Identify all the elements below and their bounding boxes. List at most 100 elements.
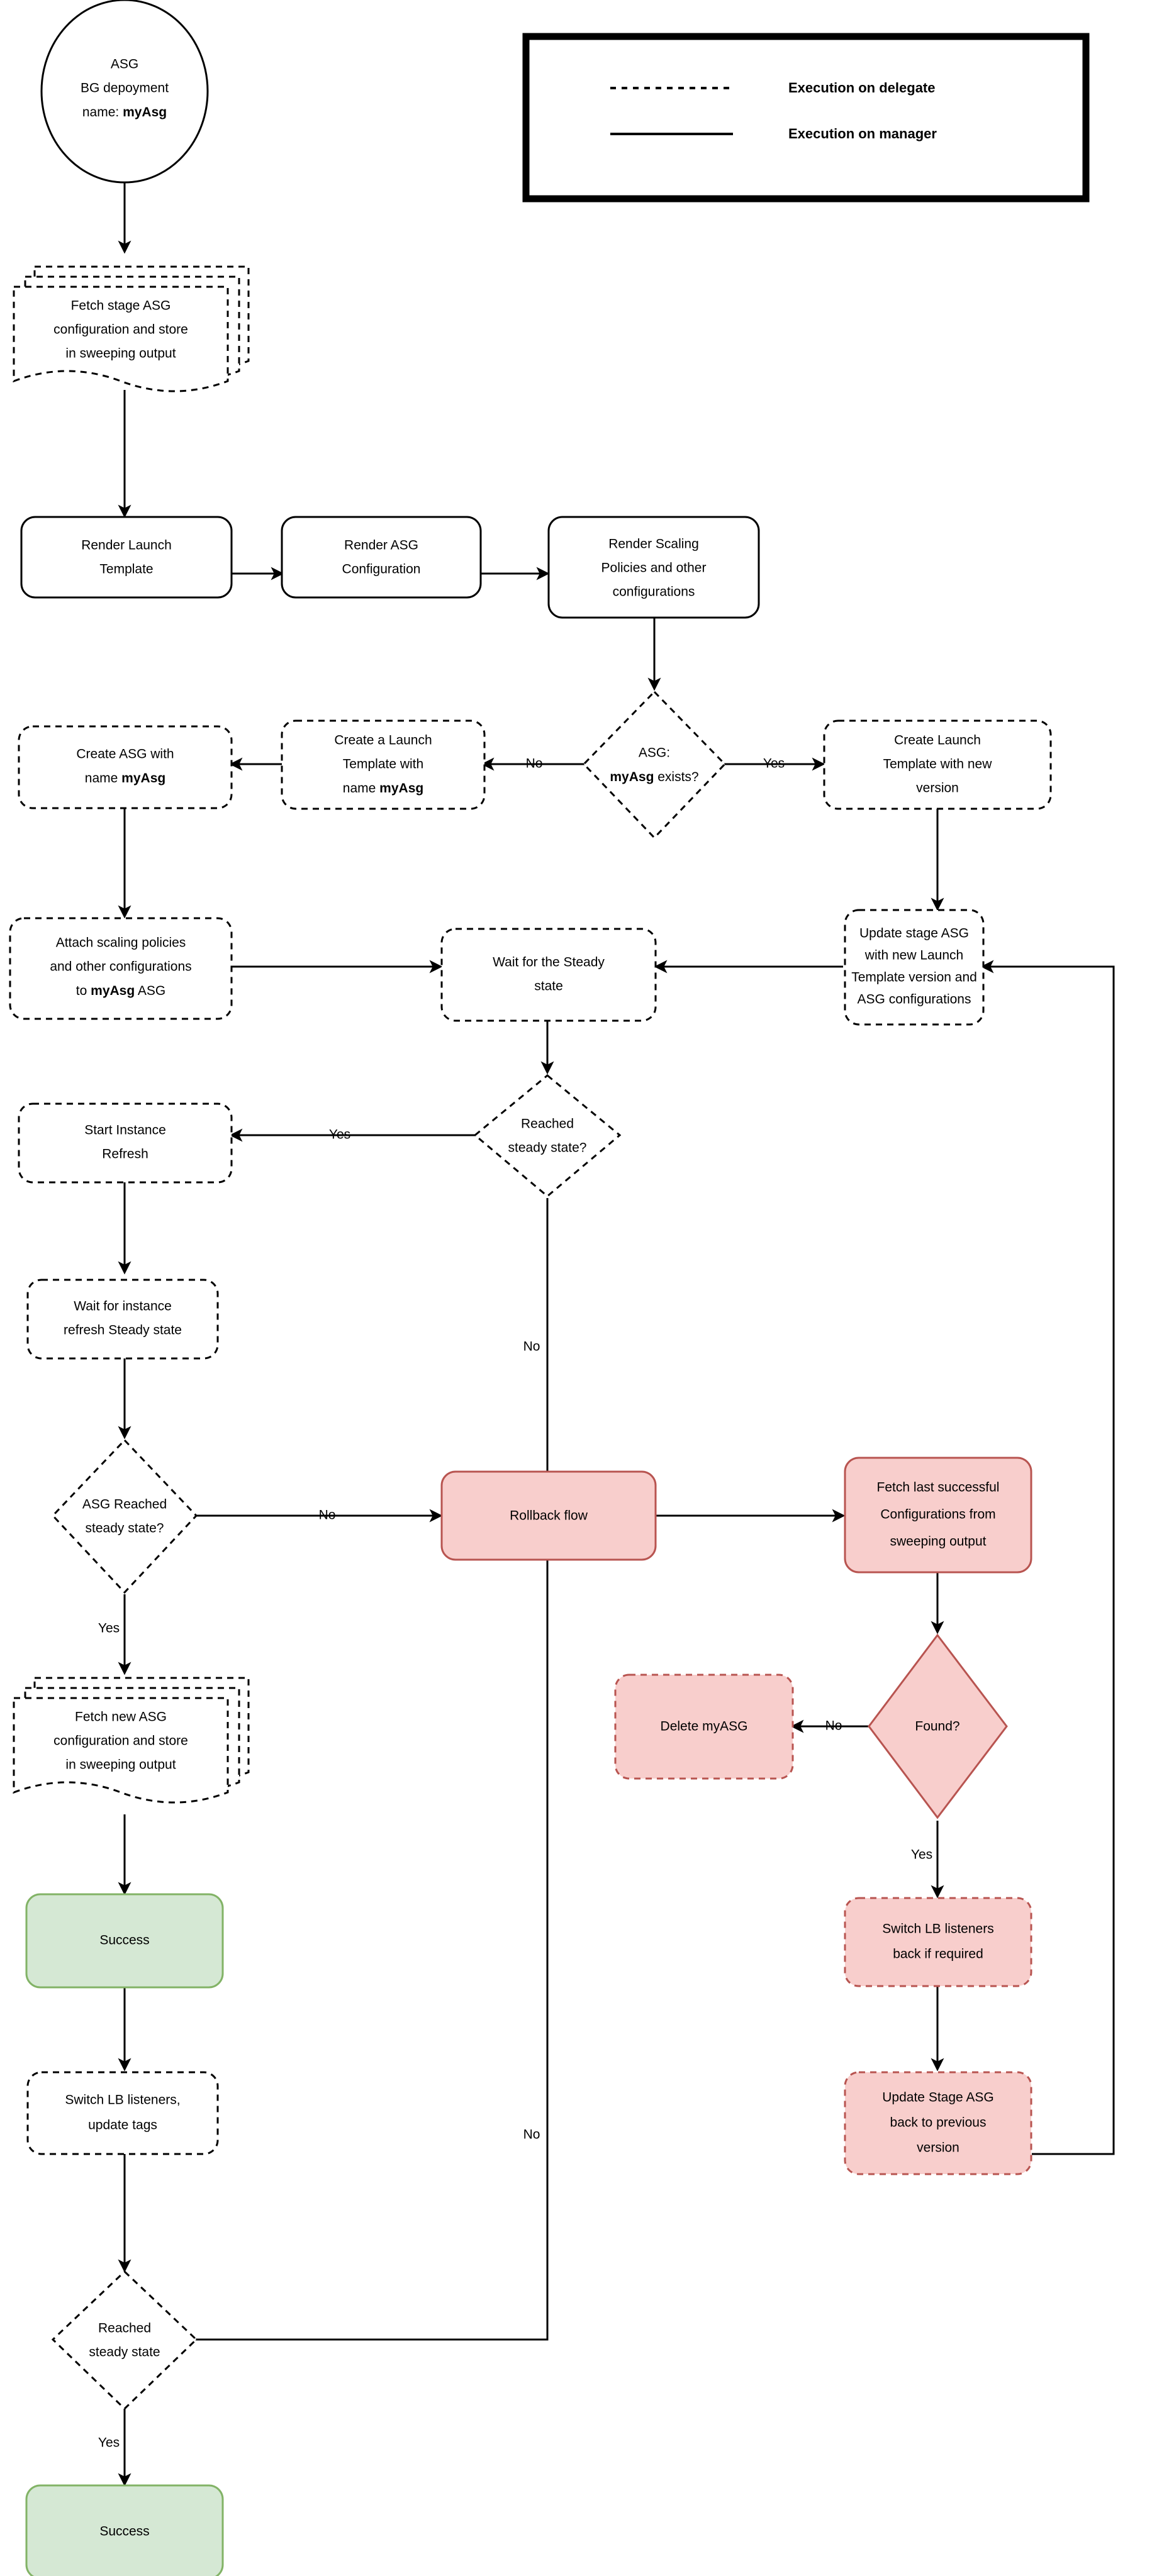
edge-label-yes-found: Yes [911, 1848, 932, 1862]
node-update-stage-asg-back[interactable]: Update Stage ASG back to previous versio… [844, 2071, 1032, 2175]
node-fetch-last-successful-config[interactable]: Fetch last successful Configurations fro… [844, 1457, 1032, 1574]
node-create-lt-new-line3: version [916, 781, 959, 796]
node-delete-myasg-label: Delete myASG [661, 1719, 748, 1734]
node-fetch-stage-line3: in sweeping output [65, 347, 176, 361]
edge-reached-2-no [195, 1498, 549, 2341]
node-found-decision[interactable]: Found? [868, 1633, 1008, 1819]
node-fetch-last-line2: Configurations from [880, 1507, 995, 1522]
node-wait-refresh-line1: Wait for instance [74, 1299, 172, 1314]
node-start-line3: name: myAsg [82, 105, 167, 119]
node-wait-steady-line1: Wait for the Steady [493, 955, 605, 970]
node-create-launch-template-myasg[interactable]: Create a Launch Template with name myAsg [281, 719, 486, 810]
node-attach-scaling-policies[interactable]: Attach scaling policies and other config… [9, 917, 233, 1020]
node-reached-steady-state-decision-2[interactable]: Reached steady state [51, 2270, 198, 2411]
node-reached-1-line2: steady state? [508, 1141, 587, 1155]
node-create-asg-line1: Create ASG with [76, 747, 174, 762]
node-wait-instance-refresh[interactable]: Wait for instance refresh Steady state [26, 1279, 219, 1360]
edges: No Yes Yes No No Yes [98, 173, 1115, 2487]
node-render-lt-line2: Template [99, 562, 153, 577]
node-asg-exists-line2: myAsg exists? [610, 770, 698, 784]
node-render-launch-template[interactable]: Render Launch Template [20, 516, 233, 599]
node-update-stage-back-line2: back to previous [890, 2116, 987, 2130]
node-rollback-flow-label: Rollback flow [510, 1509, 588, 1523]
node-render-scaling-line1: Render Scaling [608, 537, 699, 552]
node-start-line1: ASG [111, 57, 138, 72]
edge-label-yes-exists: Yes [763, 757, 785, 771]
node-render-scaling-line2: Policies and other [601, 561, 707, 575]
edge-label-yes-steady-1: Yes [329, 1128, 350, 1142]
node-wait-refresh-line2: refresh Steady state [64, 1323, 182, 1338]
edge-label-yes-steady-2: Yes [98, 2436, 120, 2450]
node-attach-line3: to myAsg ASG [76, 984, 165, 998]
node-switch-lb-line2: update tags [88, 2118, 157, 2133]
node-start-refresh-line1: Start Instance [84, 1123, 166, 1138]
node-success-1[interactable]: Success [25, 1893, 224, 1989]
node-render-asg-line2: Configuration [342, 562, 421, 577]
node-fetch-new-asg-line3: in sweeping output [65, 1758, 176, 1772]
node-success-2-label: Success [99, 2524, 149, 2539]
node-asg-reached-line1: ASG Reached [82, 1497, 167, 1512]
node-update-stage-line4: ASG configurations [858, 992, 971, 1007]
node-wait-for-steady-state[interactable]: Wait for the Steady state [440, 928, 657, 1022]
node-start[interactable]: ASG BG depoyment name: myAsg [40, 0, 209, 184]
node-update-stage-back-line1: Update Stage ASG [882, 2090, 993, 2105]
node-reached-2-line1: Reached [98, 2321, 151, 2336]
node-create-lt-myasg-line1: Create a Launch [334, 733, 432, 748]
edge-label-no-found: No [825, 1719, 842, 1733]
node-fetch-last-line1: Fetch last successful [877, 1480, 1000, 1495]
node-create-launch-template-new-version[interactable]: Create Launch Template with new version [823, 719, 1052, 810]
node-create-lt-new-line2: Template with new [883, 757, 993, 772]
node-switch-lb-back-line2: back if required [893, 1947, 983, 1962]
node-render-asg-configuration[interactable]: Render ASG Configuration [281, 516, 482, 599]
edge-label-no-steady-1: No [523, 1340, 540, 1354]
node-fetch-last-line3: sweeping output [890, 1535, 987, 1549]
node-reached-1-line1: Reached [521, 1117, 574, 1131]
node-success-2[interactable]: Success [25, 2484, 224, 2576]
node-update-stage-line3: Template version and [851, 970, 977, 985]
node-fetch-stage-asg[interactable]: Fetch stage ASG configuration and store … [13, 265, 250, 392]
node-render-asg-line1: Render ASG [344, 538, 418, 553]
node-fetch-new-asg-line1: Fetch new ASG [75, 1710, 167, 1724]
node-asg-reached-line2: steady state? [86, 1521, 164, 1536]
legend-label-manager: Execution on manager [788, 126, 937, 142]
edge-update-stage-back-loop [980, 960, 1115, 2155]
node-render-scaling-line3: configurations [613, 585, 695, 599]
edge-label-no-asg-steady: No [319, 1508, 336, 1523]
node-asg-exists-line1: ASG: [639, 746, 670, 760]
edge-label-yes-asg-steady: Yes [98, 1621, 120, 1636]
node-create-lt-new-line1: Create Launch [894, 733, 981, 748]
node-reached-steady-state-decision-1[interactable]: Reached steady state? [473, 1074, 622, 1197]
node-update-stage-line2: with new Launch [864, 948, 963, 963]
node-start-instance-refresh[interactable]: Start Instance Refresh [18, 1102, 233, 1184]
node-render-scaling-policies[interactable]: Render Scaling Policies and other config… [547, 516, 760, 619]
node-delete-myasg[interactable]: Delete myASG [614, 1674, 794, 1780]
node-switch-lb-listeners[interactable]: Switch LB listeners, update tags [26, 2071, 219, 2155]
node-update-stage-back-line3: version [917, 2141, 959, 2155]
node-asg-exists-decision[interactable]: ASG: myAsg exists? [582, 690, 727, 840]
edge-label-no-steady-2: No [523, 2128, 540, 2142]
node-create-lt-myasg-line2: Template with [343, 757, 423, 772]
node-create-asg-line2: name myAsg [85, 771, 165, 786]
node-fetch-stage-line2: configuration and store [53, 323, 188, 337]
node-render-lt-line1: Render Launch [81, 538, 172, 553]
node-attach-line2: and other configurations [50, 960, 191, 974]
node-create-asg-myasg[interactable]: Create ASG with name myAsg [18, 725, 233, 809]
node-asg-reached-steady-state-decision[interactable]: ASG Reached steady state? [51, 1438, 198, 1594]
node-update-stage-line1: Update stage ASG [859, 926, 969, 941]
node-rollback-flow[interactable]: Rollback flow [440, 1470, 657, 1561]
legend: Execution on delegate Execution on manag… [522, 33, 1090, 203]
node-wait-steady-line2: state [534, 979, 563, 994]
legend-label-delegate: Execution on delegate [788, 80, 936, 96]
node-attach-line1: Attach scaling policies [56, 936, 186, 950]
node-switch-lb-back-line1: Switch LB listeners [882, 1922, 993, 1936]
node-create-lt-myasg-line3: name myAsg [343, 781, 423, 796]
edge-label-no-exists: No [526, 757, 543, 771]
node-reached-2-line2: steady state [89, 2345, 160, 2360]
node-fetch-new-asg-line2: configuration and store [53, 1734, 188, 1748]
node-success-1-label: Success [99, 1933, 149, 1948]
node-switch-lb-listeners-back[interactable]: Switch LB listeners back if required [844, 1897, 1032, 1987]
node-switch-lb-line1: Switch LB listeners, [65, 2093, 180, 2107]
node-update-stage-asg[interactable]: Update stage ASG with new Launch Templat… [844, 909, 985, 1026]
node-start-line2: BG depoyment [81, 81, 169, 96]
node-fetch-new-asg-config[interactable]: Fetch new ASG configuration and store in… [13, 1677, 250, 1804]
